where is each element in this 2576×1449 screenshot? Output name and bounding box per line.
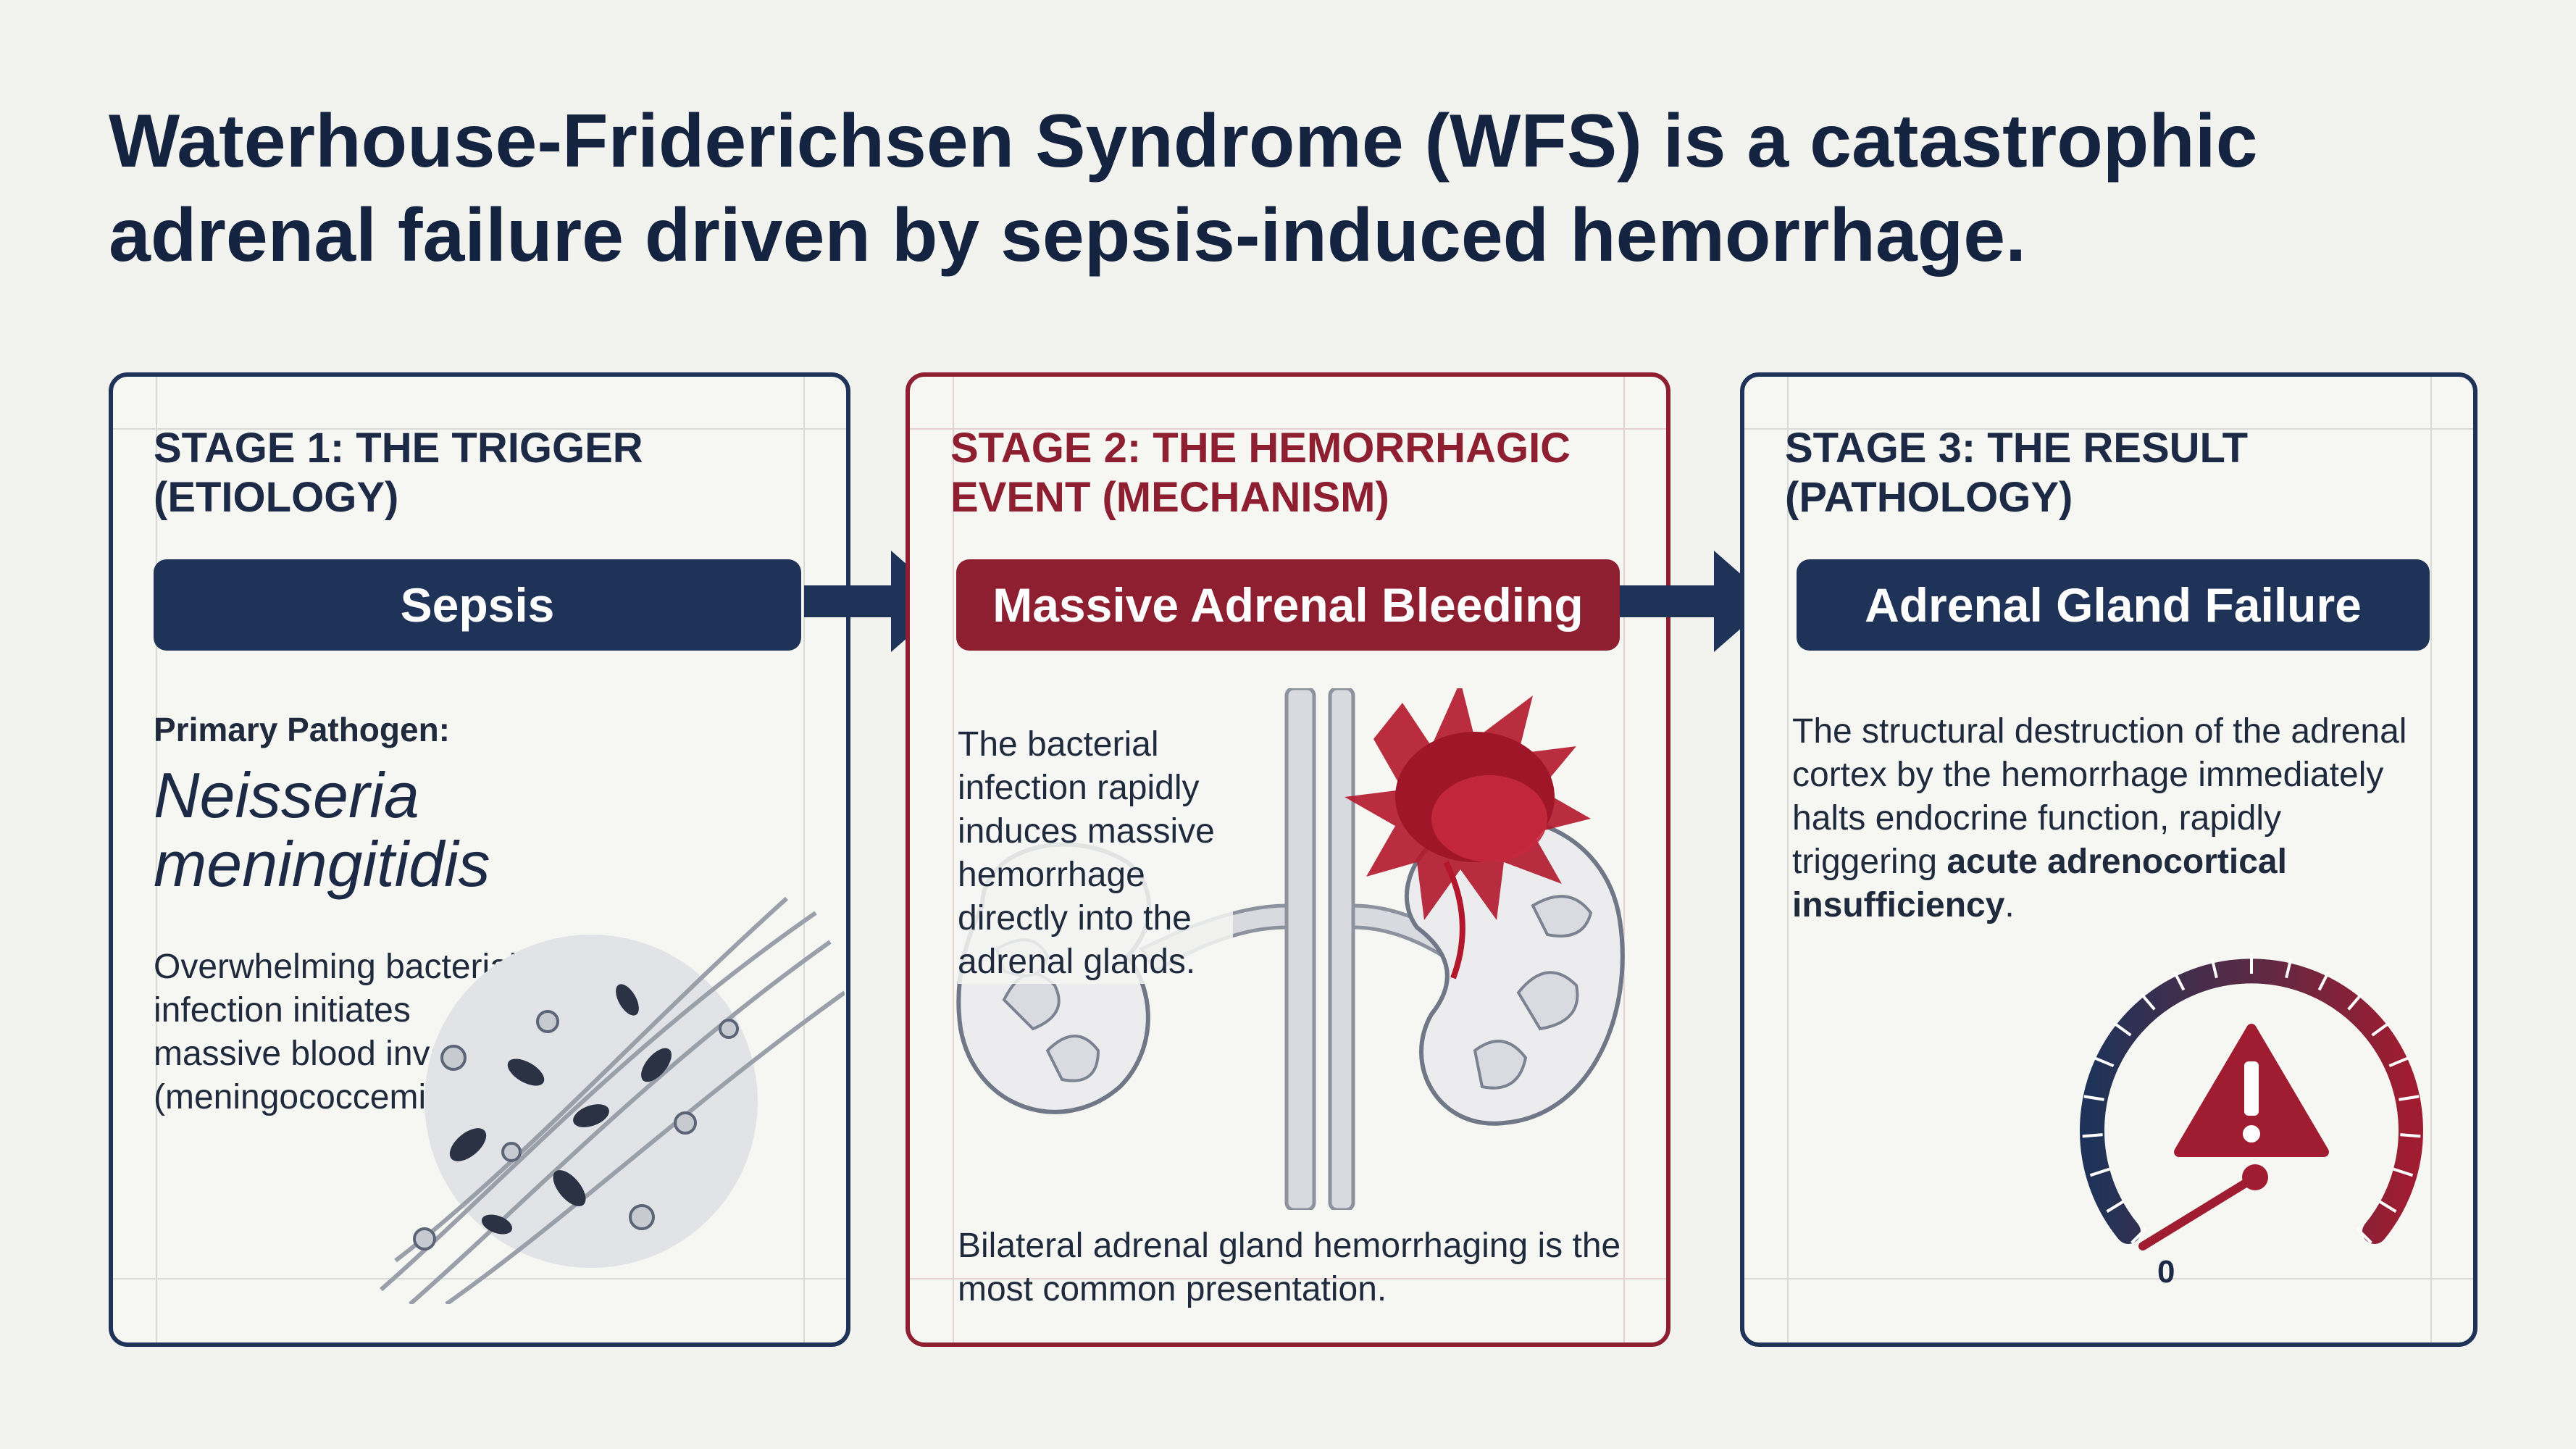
- pathogen-name: Neisseria meningitidis: [154, 759, 490, 900]
- stage-3-description: The structural destruction of the adrena…: [1792, 710, 2415, 927]
- gauge-tick: [2356, 1227, 2372, 1244]
- gauge-tick: [2094, 1056, 2115, 1068]
- gauge-tick: [2210, 957, 2218, 979]
- stage-3-pill: Adrenal Gland Failure: [1797, 559, 2430, 651]
- stage-3-panel: STAGE 3: THE RESULT (PATHOLOGY) Adrenal …: [1740, 372, 2477, 1347]
- gauge-tick: [2347, 993, 2363, 1011]
- stage-2-description: The bacterial infection rapidly induces …: [958, 723, 1233, 984]
- hemorrhage-burst: [1345, 688, 1591, 980]
- stage-3-description-end: .: [2004, 886, 2015, 924]
- gauge-tick: [2082, 1133, 2103, 1138]
- gauge-tick: [2399, 1095, 2420, 1101]
- gauge-tick: [2130, 1227, 2147, 1244]
- stage-1-panel: STAGE 1: THE TRIGGER (ETIOLOGY) Sepsis P…: [109, 372, 850, 1347]
- page-title: Waterhouse-Friderichsen Syndrome (WFS) i…: [109, 99, 2258, 277]
- gauge-tick: [2388, 1056, 2409, 1068]
- gauge-tick: [2317, 971, 2330, 991]
- stage-3-heading: STAGE 3: THE RESULT (PATHOLOGY): [1785, 425, 2249, 521]
- failure-gauge: 0: [2080, 953, 2423, 1290]
- stage-2-panel: STAGE 2: THE HEMORRHAGIC EVENT (MECHANIS…: [906, 372, 1670, 1347]
- gauge-tick: [2089, 1167, 2110, 1177]
- pathogen-label: Primary Pathogen:: [154, 711, 450, 748]
- bacteria-illustration: [380, 896, 845, 1304]
- stage-2-footer: Bilateral adrenal gland hemorrhaging is …: [958, 1227, 1621, 1308]
- stage-2-pill: Massive Adrenal Bleeding: [956, 559, 1620, 651]
- stage-3-description-emphasis: acute adrenocortical insufficiency: [1792, 843, 2287, 924]
- gauge-tick: [2400, 1133, 2421, 1138]
- gauge-tick: [2378, 1199, 2397, 1213]
- stage-2-heading: STAGE 2: THE HEMORRHAGIC EVENT (MECHANIS…: [950, 425, 1571, 521]
- gauge-tick: [2393, 1167, 2414, 1177]
- gauge-tick: [2083, 1095, 2104, 1101]
- gauge-tick: [2285, 957, 2293, 979]
- gauge-tick: [2140, 993, 2156, 1011]
- stage-3-description-text: The structural destruction of the adrena…: [1792, 712, 2407, 881]
- gauge-tick: [2106, 1199, 2125, 1213]
- gauge-tick: [2371, 1022, 2390, 1037]
- gauge-zero-label: 0: [2157, 1254, 2175, 1290]
- gauge-tick: [2173, 971, 2186, 991]
- stage-1-heading: STAGE 1: THE TRIGGER (ETIOLOGY): [154, 425, 643, 521]
- stage-1-pill: Sepsis: [154, 559, 801, 651]
- gauge-tick: [2113, 1022, 2132, 1037]
